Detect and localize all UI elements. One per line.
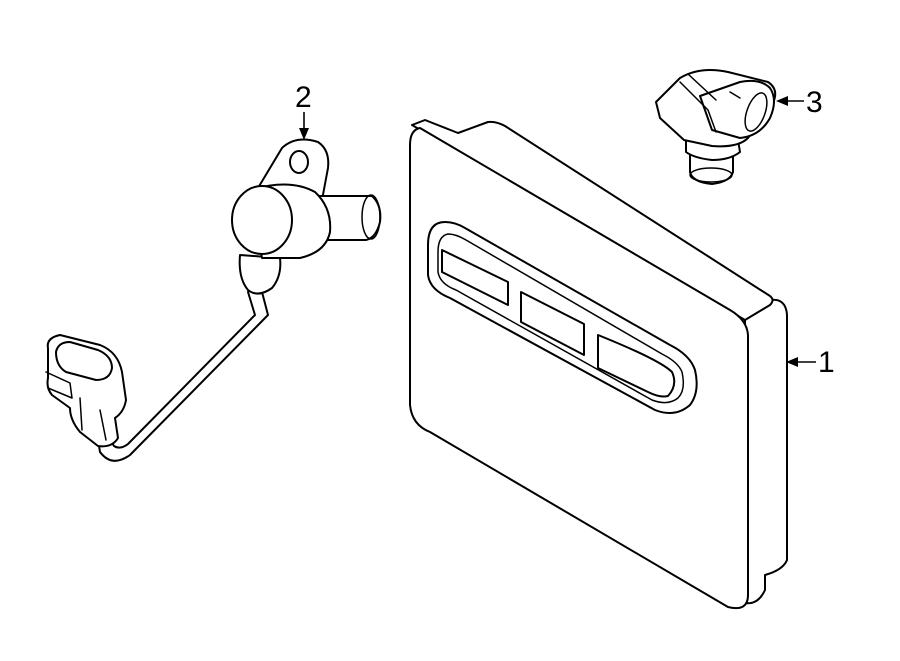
module-side-plate xyxy=(744,298,788,605)
sensor-cap xyxy=(231,185,293,255)
harness-wire-outer xyxy=(97,287,269,462)
module-connector-frame-inner xyxy=(437,233,685,404)
module-connector-slot-1 xyxy=(441,249,509,306)
sensor3-detail-lines xyxy=(679,73,741,133)
module-connector-slot-2 xyxy=(520,291,585,356)
sensor3-connector-opening xyxy=(744,92,768,132)
callout-3-arrowhead xyxy=(776,96,788,106)
harness-connector-face xyxy=(55,341,113,381)
sensor3-shaft-end xyxy=(689,167,733,183)
callout-2-label: 2 xyxy=(295,81,312,114)
module-connector-slot-3 xyxy=(597,334,676,398)
sensor-mount-hole xyxy=(289,150,309,174)
harness-connector-lock-tab xyxy=(45,371,73,399)
callout-2: 2 xyxy=(295,81,312,140)
callout-1-label: 1 xyxy=(818,346,835,379)
callout-1: 1 xyxy=(786,346,835,379)
module-top-edge xyxy=(411,119,774,321)
callout-3-label: 3 xyxy=(806,86,823,119)
harness-connector-detail xyxy=(79,397,107,441)
sensor-tip-end xyxy=(361,194,381,240)
sensor-with-harness-part-2 xyxy=(45,138,382,462)
sensor-neck xyxy=(238,254,282,295)
callout-3: 3 xyxy=(776,86,823,119)
sensor-part-3 xyxy=(655,69,777,185)
callout-1-arrowhead xyxy=(786,357,798,367)
control-module-part-1 xyxy=(409,119,788,610)
callout-2-arrowhead xyxy=(299,128,309,140)
